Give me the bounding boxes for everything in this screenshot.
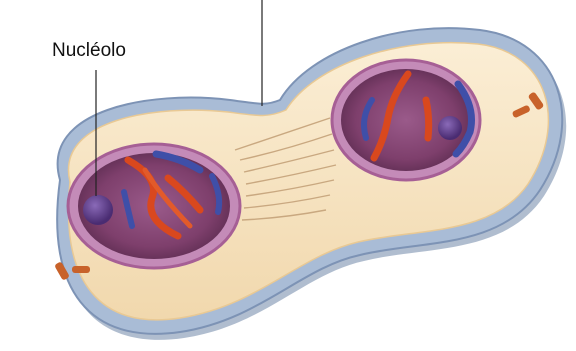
- left-nucleus: [68, 144, 240, 268]
- chromosome-red-right-2: [426, 100, 429, 138]
- label-nucleolo: Nucléolo: [52, 40, 126, 62]
- nucleolus-left: [83, 195, 113, 225]
- right-nucleus: [332, 60, 480, 180]
- nucleolus-right: [438, 116, 462, 140]
